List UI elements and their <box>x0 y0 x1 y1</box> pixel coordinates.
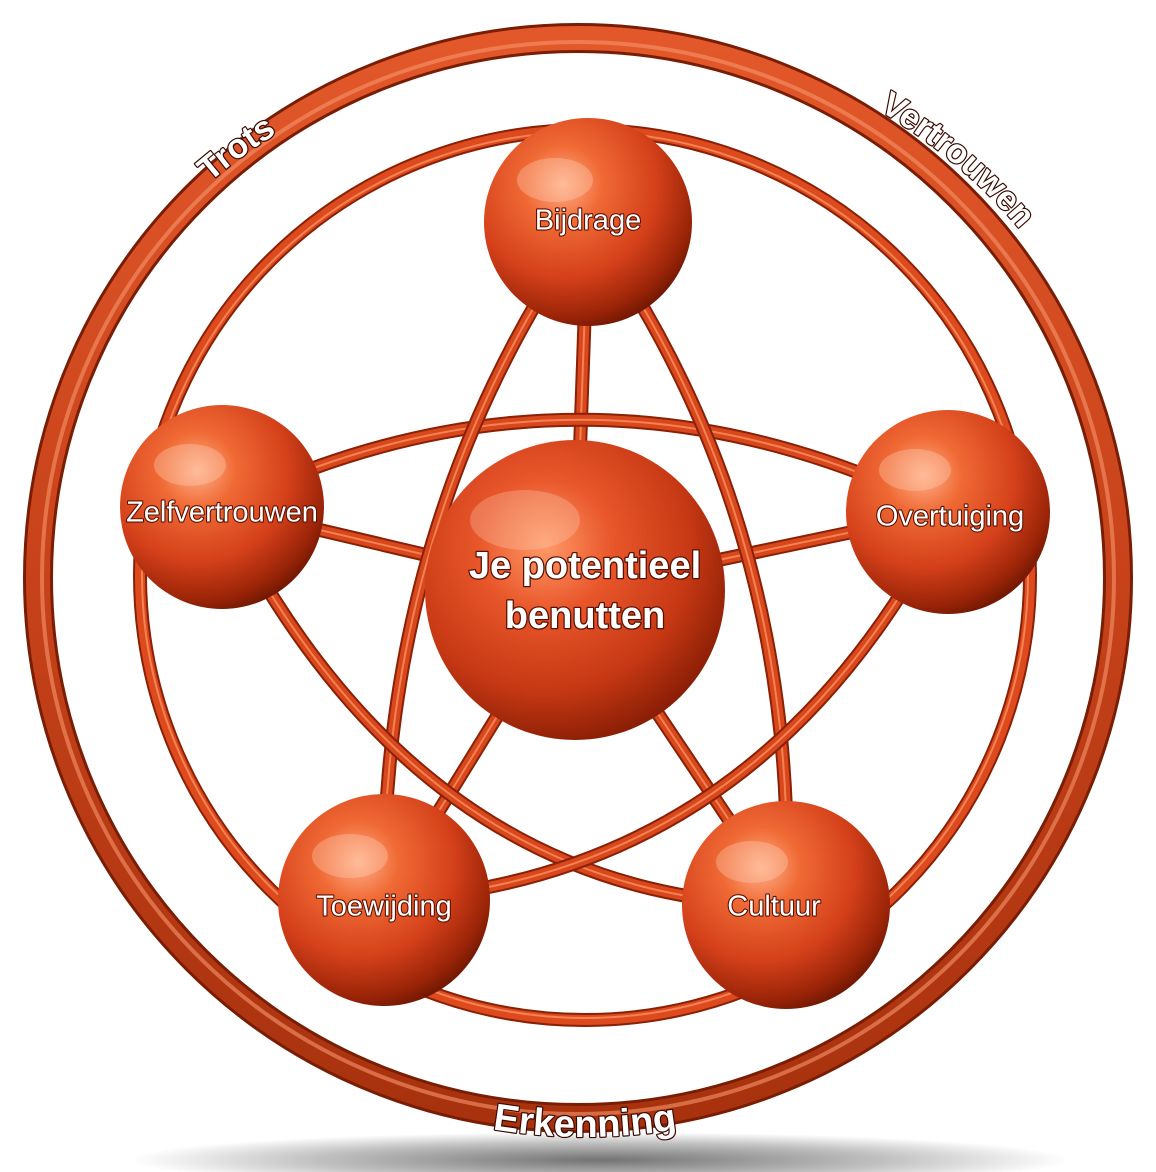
sphere-highlight <box>879 449 951 491</box>
node-label-cultuur: Cultuur <box>727 891 821 923</box>
sphere-highlight <box>154 444 226 486</box>
node-cultuur: Cultuur <box>682 801 890 1009</box>
sphere-highlight <box>517 158 593 202</box>
sphere-highlight <box>470 490 580 550</box>
ring-label-erkenning: Erkenning <box>491 1097 679 1146</box>
node-bijdrage: Bijdrage <box>484 118 692 326</box>
node-label-overtuiging: Overtuiging <box>876 501 1024 533</box>
node-center: Je potentieel benutten <box>425 440 725 740</box>
sphere-bijdrage <box>484 118 692 326</box>
node-zelfvertrouwen: Zelfvertrouwen <box>120 405 324 609</box>
node-label-bijdrage: Bijdrage <box>535 205 641 237</box>
sphere-center <box>425 440 725 740</box>
curve-left-right-highlight <box>221 418 949 513</box>
sphere-toewijding <box>278 794 490 1006</box>
outer-ring <box>23 23 1133 1133</box>
center-label-line-1: Je potentieel <box>469 545 701 587</box>
node-toewijding: Toewijding <box>278 794 490 1006</box>
node-label-zelfvertrouwen: Zelfvertrouwen <box>126 497 318 529</box>
center-label-line-2: benutten <box>505 595 665 637</box>
sphere-zelfvertrouwen <box>120 405 324 609</box>
sphere-cultuur <box>682 801 890 1009</box>
sphere-overtuiging <box>846 410 1050 614</box>
ground-shadow <box>130 1132 1070 1172</box>
node-overtuiging: Overtuiging <box>846 410 1050 614</box>
sphere-highlight <box>312 834 388 878</box>
sphere-highlight <box>716 841 788 883</box>
node-label-toewijding: Toewijding <box>316 891 451 923</box>
curve-left-right <box>215 412 955 519</box>
